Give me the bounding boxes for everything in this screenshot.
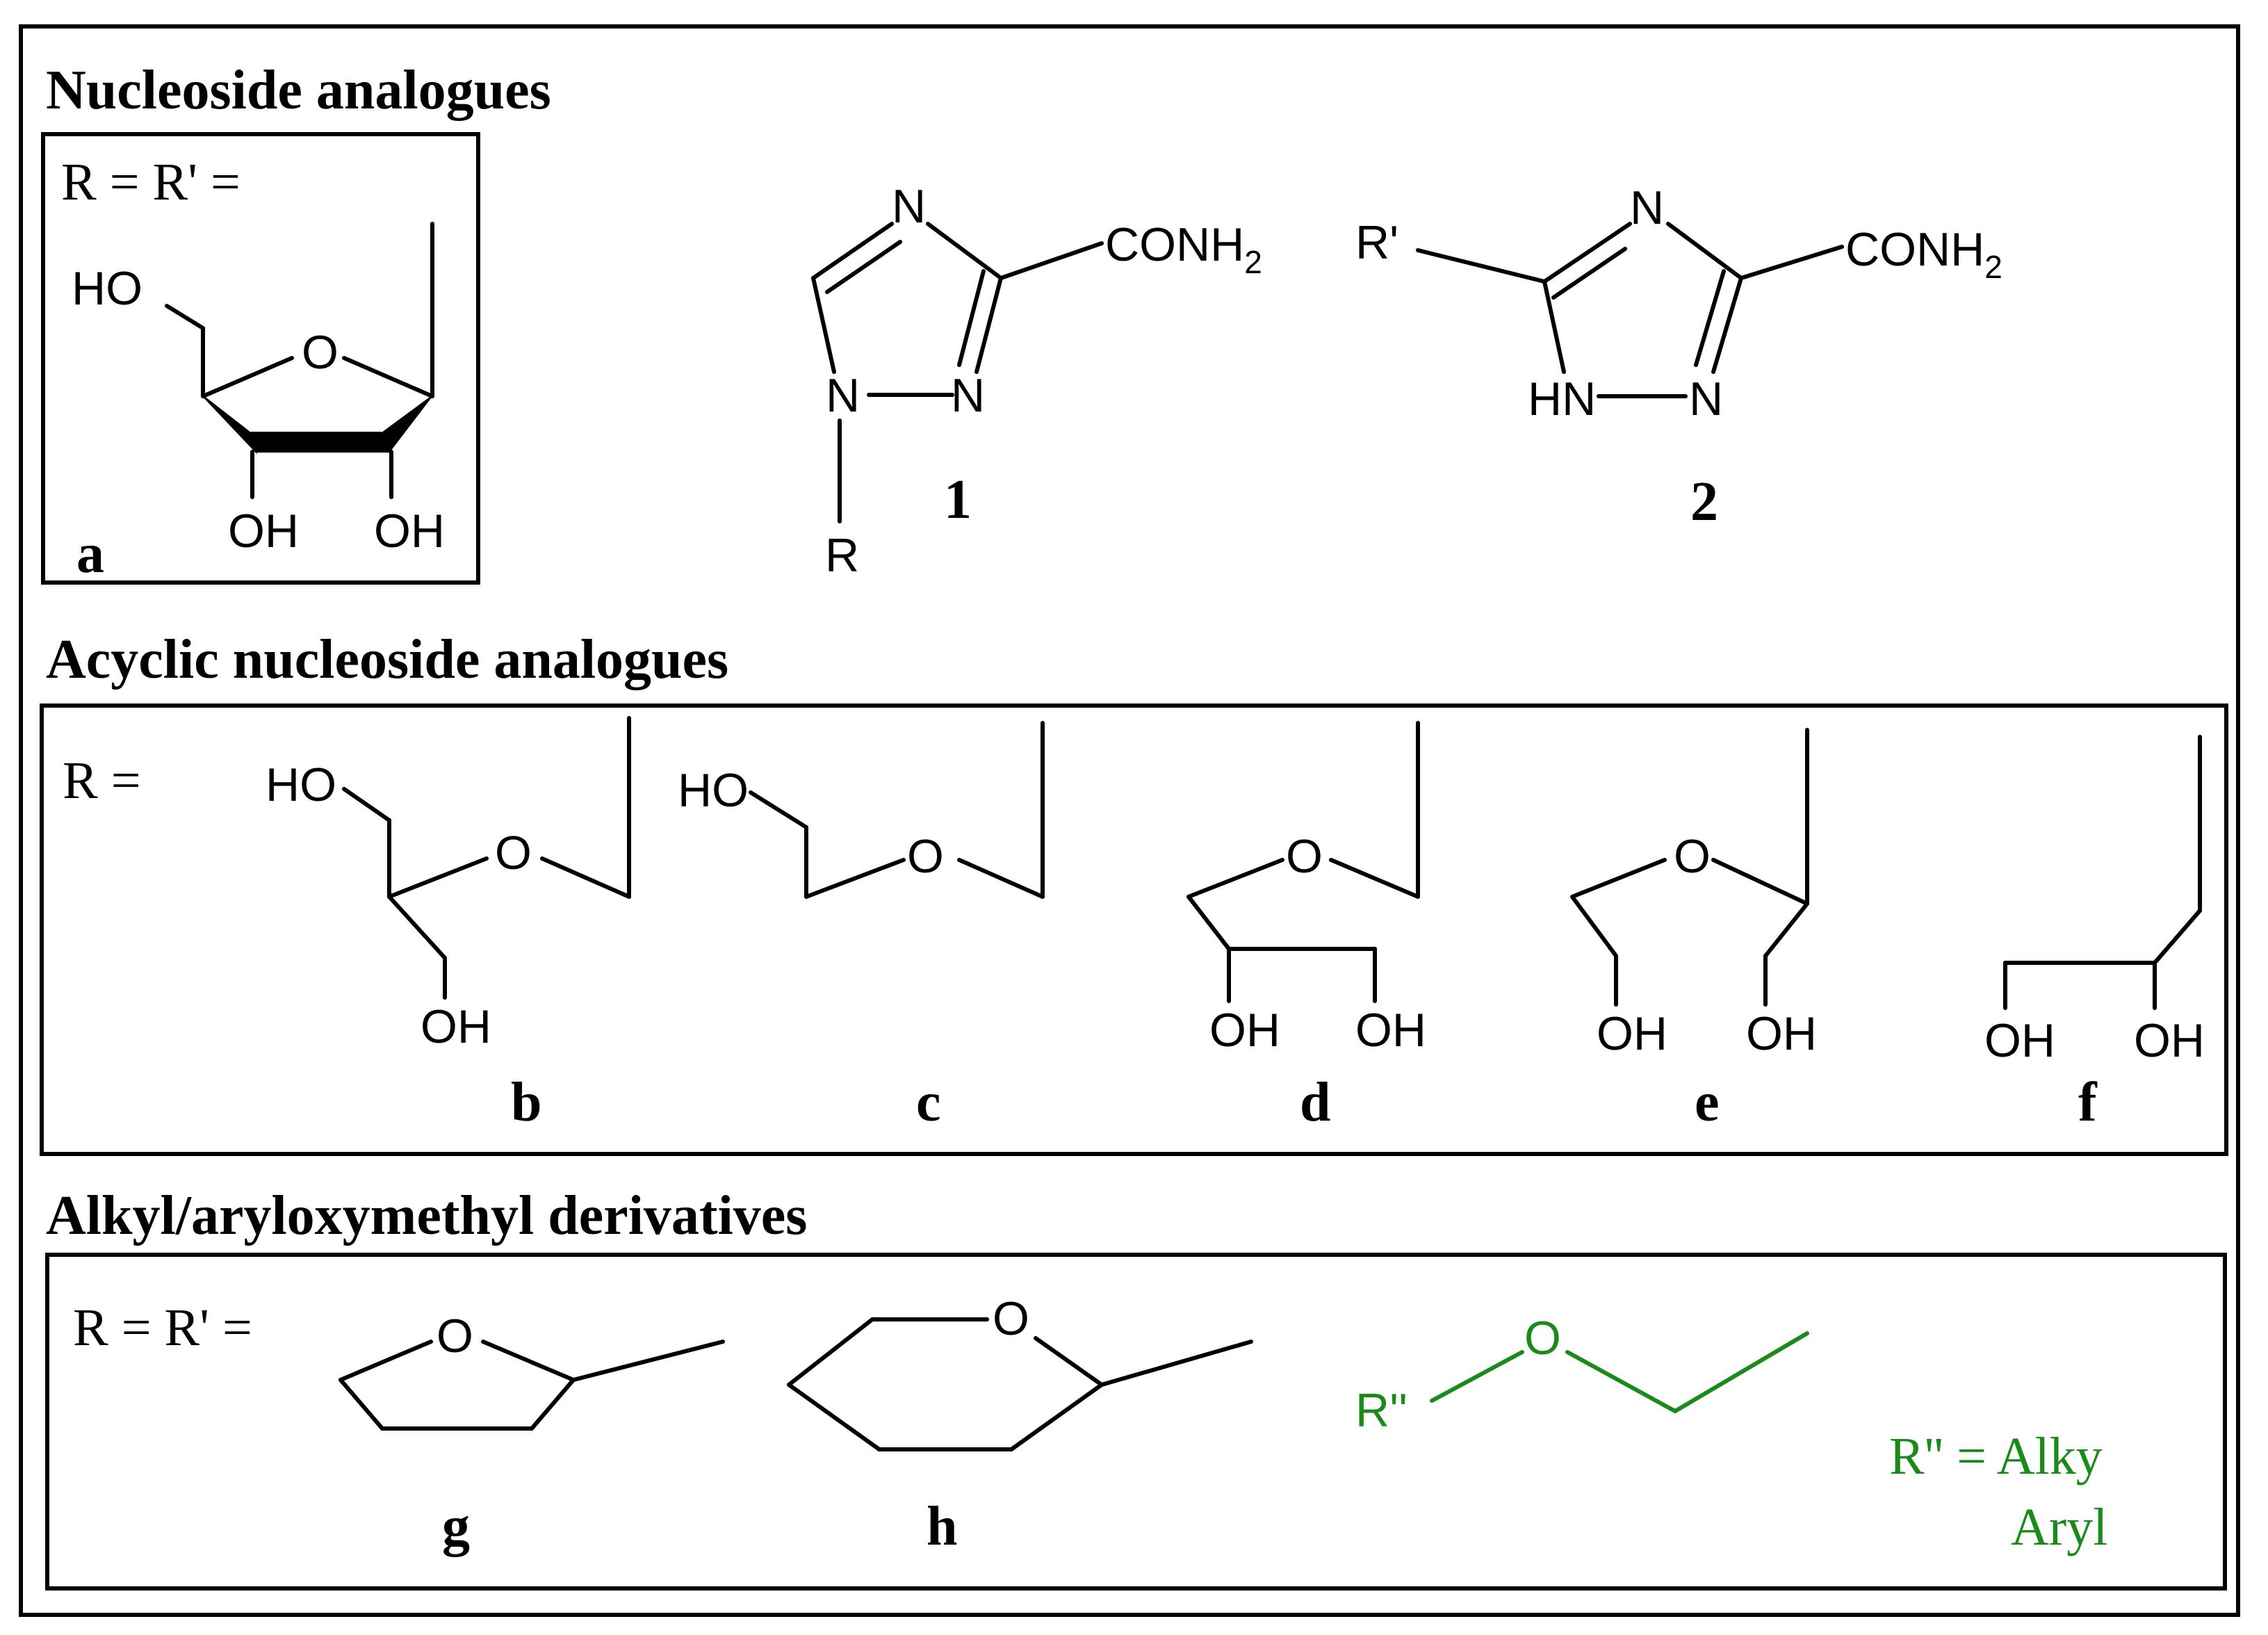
structure-b: HO O OH <box>266 716 631 1053</box>
atom-ether-oxygen: O <box>1286 830 1323 883</box>
atom-ring-oxygen: O <box>437 1310 473 1362</box>
structure-e: O OH OH <box>1570 728 1817 1060</box>
atom-nitrogen: N <box>951 369 985 422</box>
compound-letter-f: f <box>2078 1072 2098 1133</box>
atom-hydroxyl: HO <box>266 758 336 811</box>
structure-alkoxymethyl: R'' O <box>1355 1312 1809 1437</box>
structure-g: O <box>338 1310 725 1431</box>
atom-nitrogen: N <box>826 369 860 422</box>
compound-letter-e: e <box>1695 1072 1720 1133</box>
atom-hydroxyl: HO <box>678 764 749 817</box>
atom-hydroxyl: OH <box>374 505 445 558</box>
section-heading-alkyl: Alkyl/aryloxymethyl derivatives <box>46 1185 807 1246</box>
atom-r-double-prime: R'' <box>1355 1384 1408 1437</box>
atom-ring-oxygen: O <box>302 326 338 379</box>
atom-hydroxyl: OH <box>1597 1007 1667 1060</box>
atom-r-prime-group: R' <box>1355 216 1398 269</box>
atom-nitrogen: N <box>1630 181 1664 234</box>
r-double-prime-definition-line2: Aryl <box>2011 1498 2107 1556</box>
structure-compound-1: N N N CONH2 R <box>811 180 1262 582</box>
atom-hydroxyl: OH <box>228 505 299 558</box>
r-label-nucleoside: R = R' = <box>61 153 240 211</box>
compound-letter-g: g <box>442 1496 470 1557</box>
compound-letter-h: h <box>927 1496 958 1557</box>
atom-ether-oxygen: O <box>1674 830 1711 883</box>
r-label-alkyl: R = R' = <box>73 1299 252 1357</box>
compound-letter-d: d <box>1300 1072 1331 1133</box>
atom-hydroxyl: OH <box>421 1000 491 1053</box>
section-heading-acyclic: Acyclic nucleoside analogues <box>46 629 728 690</box>
compound-number-1: 1 <box>944 469 972 530</box>
atom-r-group: R <box>825 529 859 582</box>
atom-hydroxyl: OH <box>2134 1014 2205 1067</box>
structure-f: OH OH <box>1984 735 2205 1067</box>
section-heading-nucleoside: Nucleoside analogues <box>46 60 551 121</box>
structure-d: O OH OH <box>1186 721 1426 1057</box>
structure-a-ribose: O HO OH OH <box>72 222 445 558</box>
atom-ether-oxygen: O <box>1524 1312 1561 1365</box>
outer-frame <box>19 24 2240 1617</box>
r-label-acyclic: R = <box>63 751 141 810</box>
atom-ether-oxygen: O <box>907 830 944 883</box>
atom-carboxamide: CONH2 <box>1105 218 1262 280</box>
structure-c: HO O <box>678 721 1045 899</box>
atom-nh: HN <box>1528 373 1596 425</box>
structure-compound-2: N N HN R' CONH2 <box>1355 181 2002 425</box>
atom-ether-oxygen: O <box>495 827 532 879</box>
atom-nitrogen: N <box>892 180 926 233</box>
atom-hydroxyl: OH <box>1355 1004 1426 1057</box>
box-alkyl <box>45 1253 2227 1591</box>
atom-hydroxyl: HO <box>72 262 142 315</box>
compound-letter-b: b <box>511 1072 542 1133</box>
compound-letter-a: a <box>76 523 104 585</box>
atom-hydroxyl: OH <box>1209 1004 1280 1057</box>
structure-h: O <box>787 1292 1253 1451</box>
compound-number-2: 2 <box>1690 471 1718 532</box>
atom-nitrogen: N <box>1689 373 1723 425</box>
box-acyclic <box>40 703 2228 1156</box>
r-double-prime-definition-line1: R'' = Alky <box>1889 1427 2103 1486</box>
atom-hydroxyl: OH <box>1984 1014 2055 1067</box>
atom-ring-oxygen: O <box>993 1292 1029 1345</box>
atom-carboxamide: CONH2 <box>1845 223 2002 285</box>
box-ribose <box>41 132 480 585</box>
compound-letter-c: c <box>916 1072 941 1133</box>
atom-hydroxyl: OH <box>1746 1007 1817 1060</box>
